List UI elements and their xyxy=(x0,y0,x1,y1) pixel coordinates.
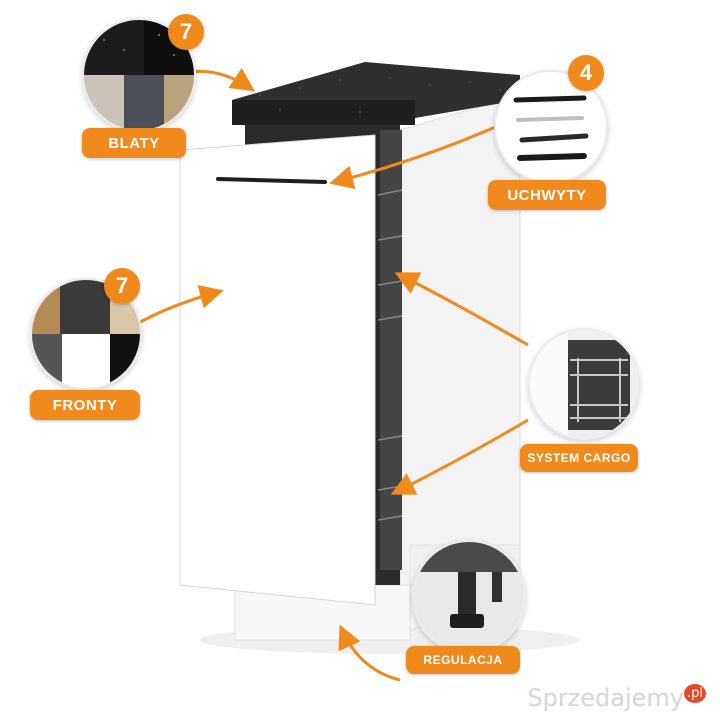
sprzedajemy-watermark: Sprzedajemy.pl xyxy=(527,684,706,712)
handles-count-badge: 4 xyxy=(568,55,604,91)
cabinet-door xyxy=(179,134,376,606)
arrow-adjustment xyxy=(338,624,401,682)
countertop-count-badge: 7 xyxy=(168,14,204,50)
arrow-handles xyxy=(329,123,501,190)
fronts-label: FRONTY xyxy=(30,390,140,420)
arrow-cargo-top xyxy=(394,272,529,347)
cargo-system-circle xyxy=(528,328,640,440)
arrow-cargo-bottom xyxy=(390,418,529,495)
door-handle xyxy=(216,177,327,184)
fronts-samples-circle xyxy=(30,278,142,390)
arrow-countertops xyxy=(189,68,255,92)
countertop-speckles xyxy=(259,77,501,113)
cargo-system-label: SYSTEM CARGO xyxy=(520,444,638,472)
watermark-suffix: .pl xyxy=(684,684,706,703)
adjustment-label: REGULACJA xyxy=(406,646,520,674)
arrow-fronts xyxy=(134,285,224,327)
countertops-label: BLATY xyxy=(82,128,186,158)
cargo-rail xyxy=(380,130,402,570)
handles-samples-circle xyxy=(494,70,608,184)
watermark-text: Sprzedajemy xyxy=(527,684,684,712)
handles-label: UCHWYTY xyxy=(488,180,606,210)
countertop-front-edge xyxy=(232,100,415,125)
fronts-count-badge: 7 xyxy=(104,268,140,304)
adjustment-feet-circle xyxy=(412,540,526,654)
